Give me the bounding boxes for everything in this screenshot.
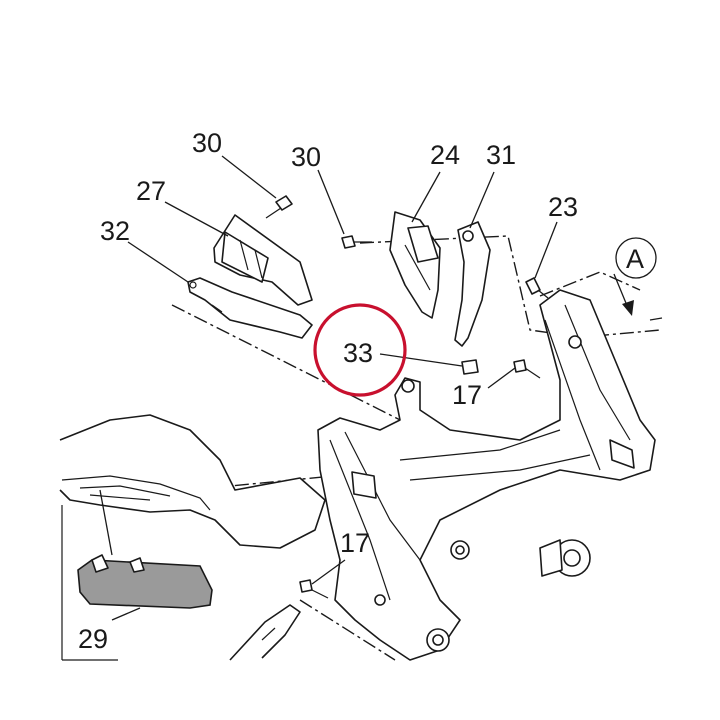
part-29-cover bbox=[77, 554, 213, 609]
callout-30-left: 30 bbox=[192, 128, 222, 158]
part-27-bracket bbox=[213, 214, 313, 306]
screw-23 bbox=[525, 277, 549, 299]
highlight-circle-33 bbox=[313, 303, 407, 397]
callout-24: 24 bbox=[430, 140, 460, 170]
callout-27: 27 bbox=[136, 176, 166, 206]
part-33-nut bbox=[461, 359, 479, 375]
fairing-left bbox=[59, 414, 326, 660]
callout-29: 29 bbox=[78, 624, 108, 654]
view-marker-circle bbox=[615, 237, 657, 279]
callout-32: 32 bbox=[100, 216, 130, 246]
part-31-arm bbox=[454, 221, 491, 347]
screw-17-upper bbox=[513, 359, 541, 379]
part-32-strip bbox=[187, 277, 313, 339]
screw-30-left bbox=[265, 195, 293, 219]
callout-A: A bbox=[626, 244, 644, 274]
callout-31: 31 bbox=[486, 140, 516, 170]
screw-17-lower bbox=[299, 579, 329, 599]
callout-30-right: 30 bbox=[291, 142, 321, 172]
part-24-clip bbox=[389, 211, 441, 319]
callout-23: 23 bbox=[548, 192, 578, 222]
callout-33: 33 bbox=[343, 338, 373, 368]
main-frame bbox=[317, 289, 663, 661]
screw-30-right bbox=[341, 235, 372, 249]
callout-17-lower: 17 bbox=[340, 528, 370, 558]
leader-lines bbox=[62, 155, 634, 661]
callout-17-upper: 17 bbox=[452, 380, 482, 410]
fairing-lower-piece bbox=[229, 604, 301, 661]
